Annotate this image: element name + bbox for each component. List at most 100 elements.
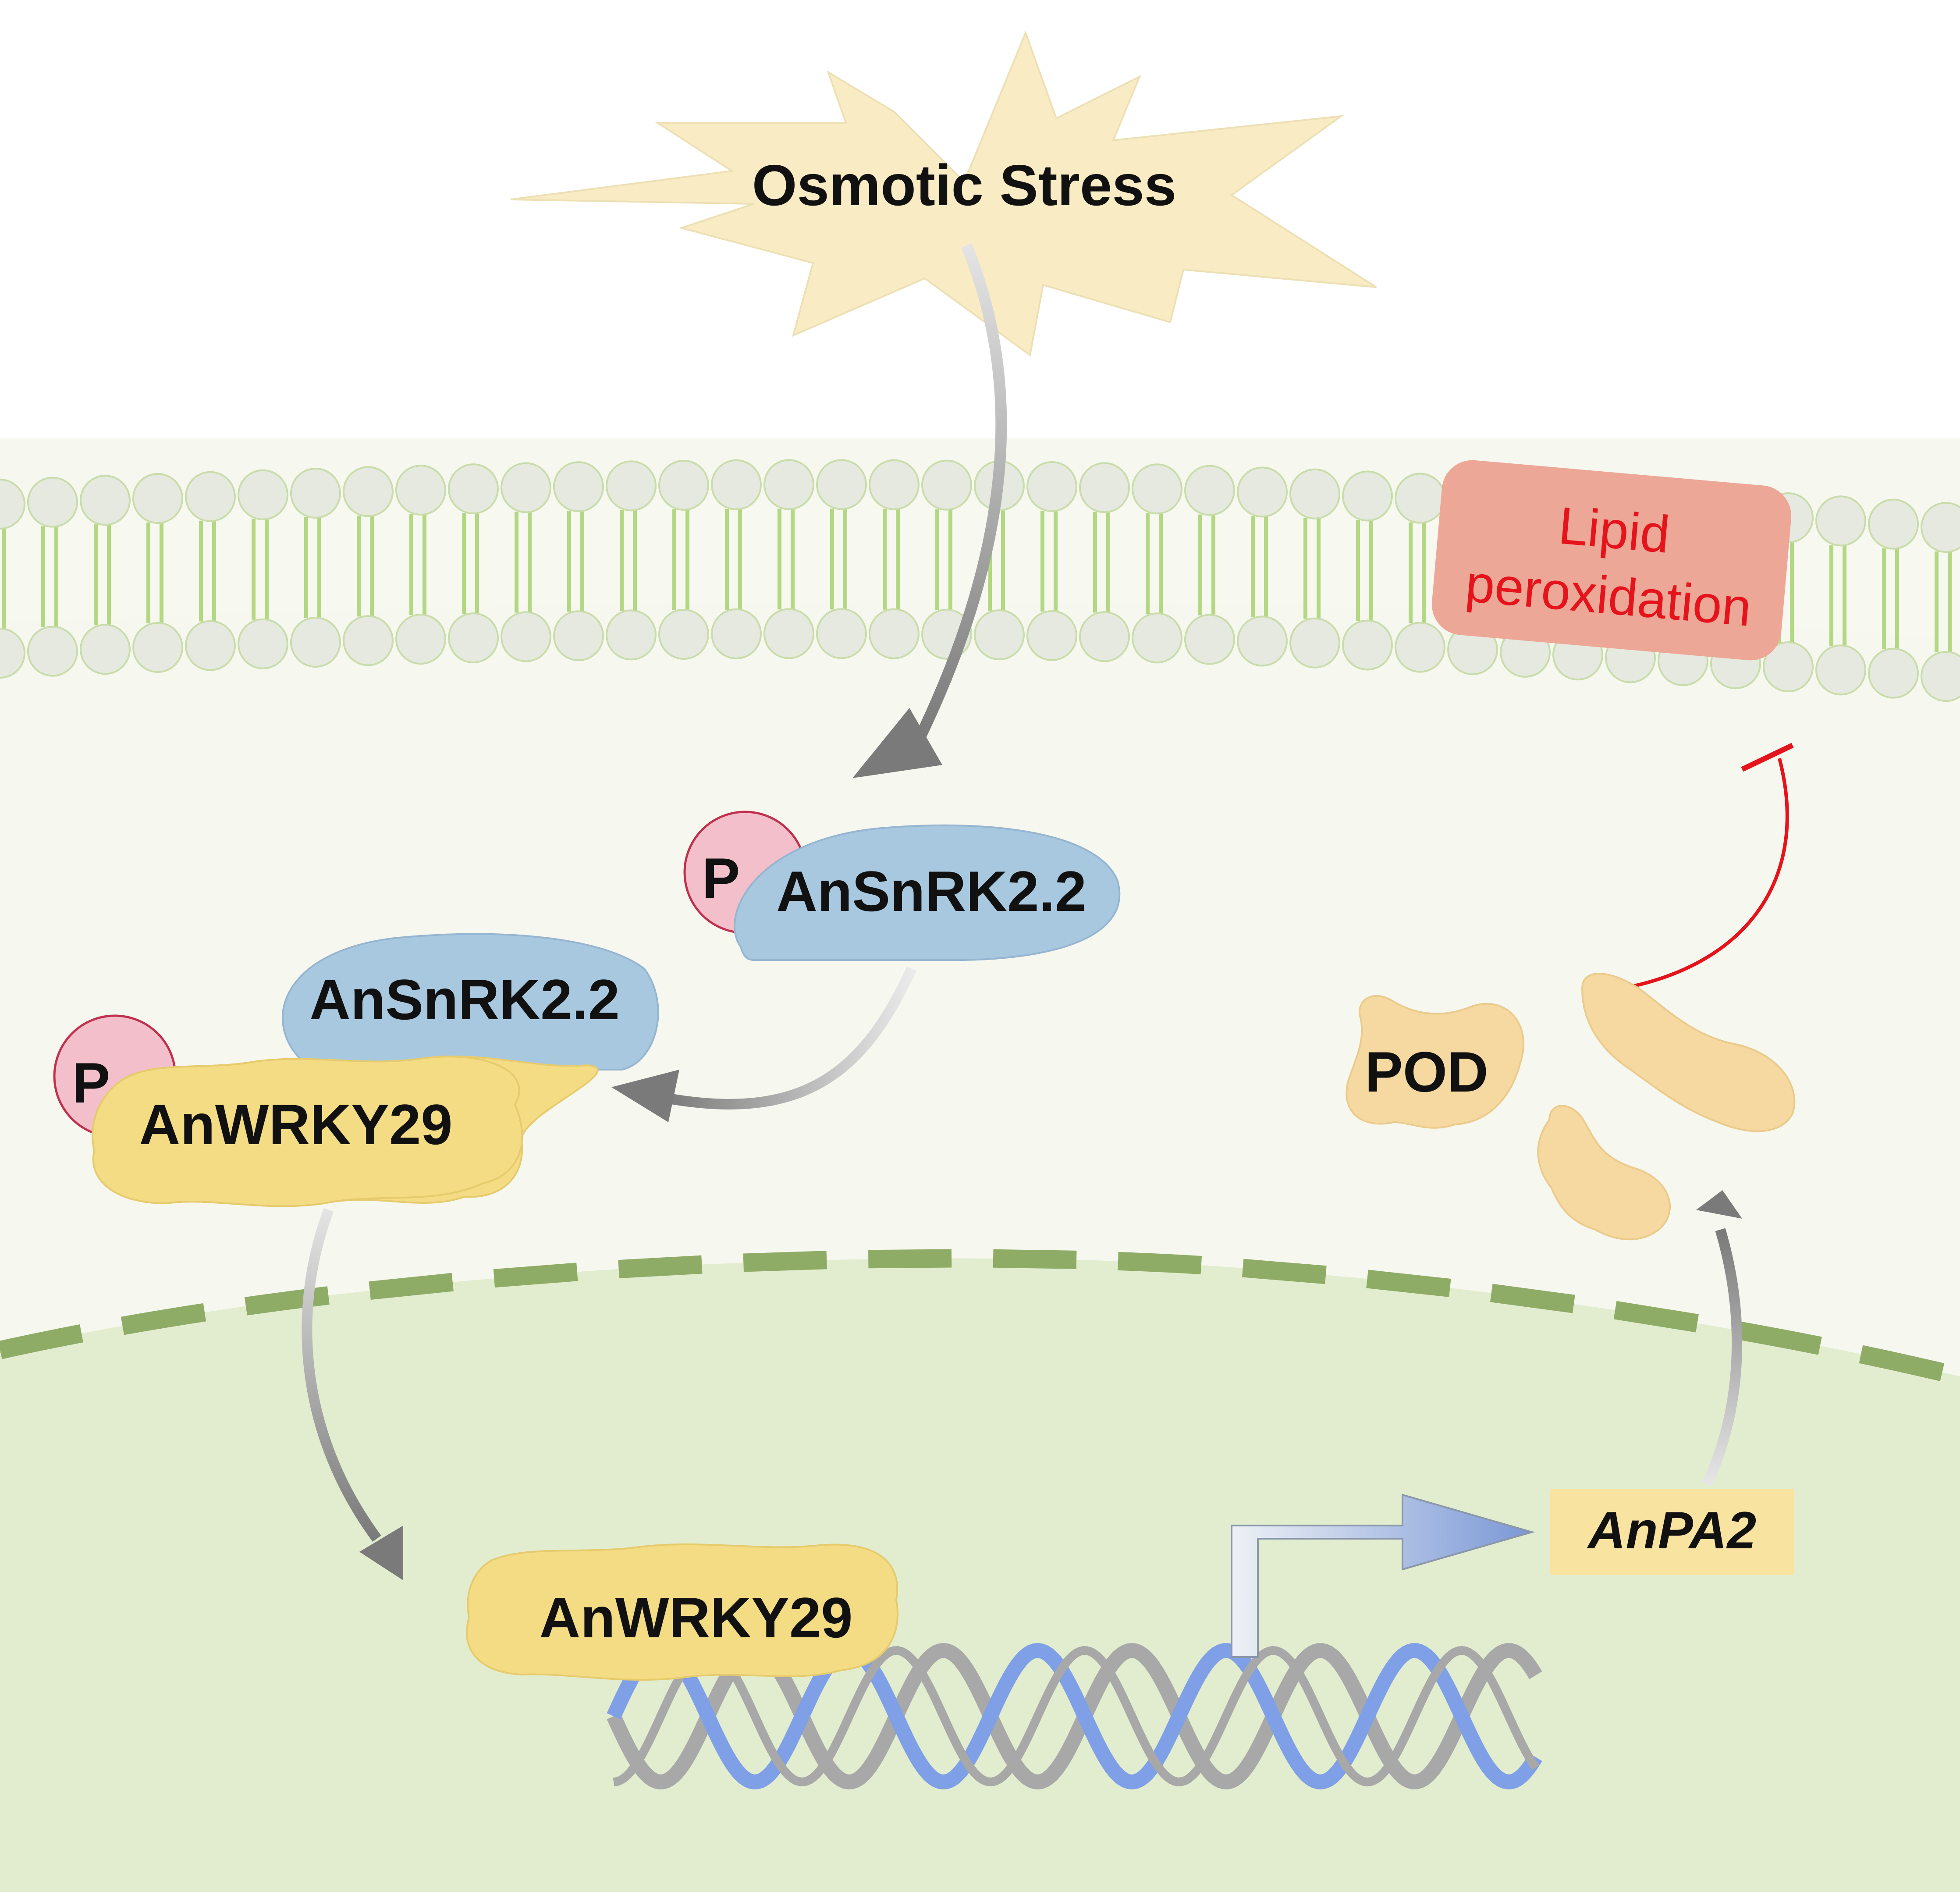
phosphorylated-snrk-complex: P AnSnRK2.2 — [683, 811, 1121, 961]
lipid-head — [1079, 462, 1130, 513]
lipid-head — [974, 609, 1025, 661]
lipid-head — [395, 465, 446, 516]
lipid-head — [763, 459, 814, 510]
lipid-head — [1026, 610, 1077, 661]
lipid-tail — [778, 509, 781, 610]
lipid-tail — [317, 517, 321, 618]
pod-protein-2 — [1581, 973, 1796, 1132]
lipid-peroxidation-box: Lipid peroxidation — [1431, 460, 1792, 661]
lipid-head — [290, 467, 341, 519]
lipid-tail — [1882, 548, 1886, 649]
lipid-head — [185, 620, 236, 671]
lipid-tail — [357, 516, 361, 617]
lipid-head — [343, 615, 394, 666]
lipid-tail — [738, 509, 742, 610]
wrky-protein-nucleus — [466, 1543, 899, 1681]
lipid-head — [1921, 651, 1960, 702]
lipid-head — [1237, 615, 1288, 667]
lipid-tail — [409, 514, 413, 615]
pod-proteins: POD — [1346, 973, 1796, 1241]
lipid-head — [343, 466, 394, 517]
lipid-tail — [1948, 551, 1952, 653]
lipid-head — [1026, 461, 1077, 512]
lipid-tail — [948, 509, 952, 610]
lipid-tail — [265, 519, 269, 620]
lipid-tail — [107, 524, 111, 626]
lipid-head — [869, 459, 920, 510]
snrk-wrky-complex: AnSnRK2.2 P AnWRKY29 — [53, 933, 659, 1207]
lipid-head — [80, 624, 131, 675]
phospho-label-top: P — [702, 846, 740, 910]
lipid-tail — [1829, 545, 1833, 646]
lipid-head — [1815, 495, 1866, 547]
phosphorylation-arrow — [611, 966, 916, 1122]
lipid-head — [658, 608, 709, 660]
lipid-tail — [830, 509, 834, 610]
pod-label: POD — [1365, 1040, 1488, 1104]
lipid-head — [1868, 498, 1919, 550]
lipid-tail — [1001, 510, 1005, 611]
lipid-tail — [725, 509, 729, 610]
lipid-head — [1868, 647, 1919, 699]
lipid-head — [1342, 470, 1393, 522]
wrky-label-nucleus: AnWRKY29 — [539, 1586, 852, 1650]
snrk-label-top: AnSnRK2.2 — [776, 859, 1087, 923]
lipid-tail — [160, 522, 163, 623]
lipid-tail — [567, 511, 571, 612]
lipid-tail — [146, 522, 150, 623]
lipid-head — [1395, 473, 1445, 524]
lipid-head — [1132, 612, 1182, 664]
lipid-tail — [896, 509, 900, 610]
lipid-tail — [1040, 510, 1044, 612]
lipid-head — [711, 608, 762, 659]
lipid-tail — [423, 514, 426, 615]
lipid-head — [1763, 641, 1814, 693]
lipid-head — [1921, 502, 1960, 553]
transcription-bent-arrow-icon — [1231, 1494, 1535, 1658]
lipid-peroxidation-line1: Lipid — [1556, 496, 1672, 564]
lipid-head — [1289, 617, 1340, 669]
lipid-head — [1289, 468, 1340, 519]
lipid-head — [869, 608, 920, 659]
activation-arrow-stress-to-snrk — [852, 243, 1007, 778]
lipid-head — [606, 609, 657, 661]
pod-protein-1 — [1346, 995, 1525, 1129]
lipid-tail — [41, 526, 45, 627]
lipid-head — [658, 459, 709, 511]
lipid-tail — [843, 509, 847, 610]
lipid-head — [763, 608, 814, 659]
lipid-head — [553, 461, 604, 512]
lipid-head — [290, 616, 341, 668]
lipid-head — [1132, 463, 1182, 515]
nuclear-import-arrow — [302, 1208, 403, 1580]
lipid-tail — [685, 509, 689, 610]
lipid-tail — [1356, 520, 1360, 621]
lipid-tail — [304, 517, 308, 618]
expression-arrow-to-pod — [1696, 1190, 1743, 1487]
lipid-tail — [620, 510, 624, 611]
lipid-tail — [672, 509, 676, 610]
gene-box: AnPA2 — [1550, 1489, 1794, 1575]
dna-strand — [607, 1643, 1542, 1790]
lipid-tail — [199, 520, 203, 622]
lipid-tail — [1159, 513, 1163, 614]
lipid-head — [132, 473, 183, 524]
lipid-head — [80, 475, 131, 526]
lipid-tail — [370, 516, 374, 617]
lipid-tail — [475, 513, 479, 614]
snrk-protein-bottom — [281, 933, 659, 1070]
lipid-tail — [528, 512, 532, 613]
lipid-head — [238, 618, 288, 669]
lipid-head — [1815, 644, 1866, 696]
lipid-tail — [883, 509, 887, 610]
lipid-tail — [54, 526, 58, 627]
lipid-tail — [633, 510, 637, 611]
lipid-head — [132, 622, 183, 673]
lipid-head — [1342, 619, 1393, 671]
lipid-tail — [791, 509, 795, 610]
lipid-tail — [1198, 514, 1202, 615]
lipid-head — [27, 477, 78, 528]
lipid-tail — [1843, 545, 1846, 646]
lipid-tail — [1054, 510, 1058, 612]
dna-strand — [613, 1646, 1540, 1787]
